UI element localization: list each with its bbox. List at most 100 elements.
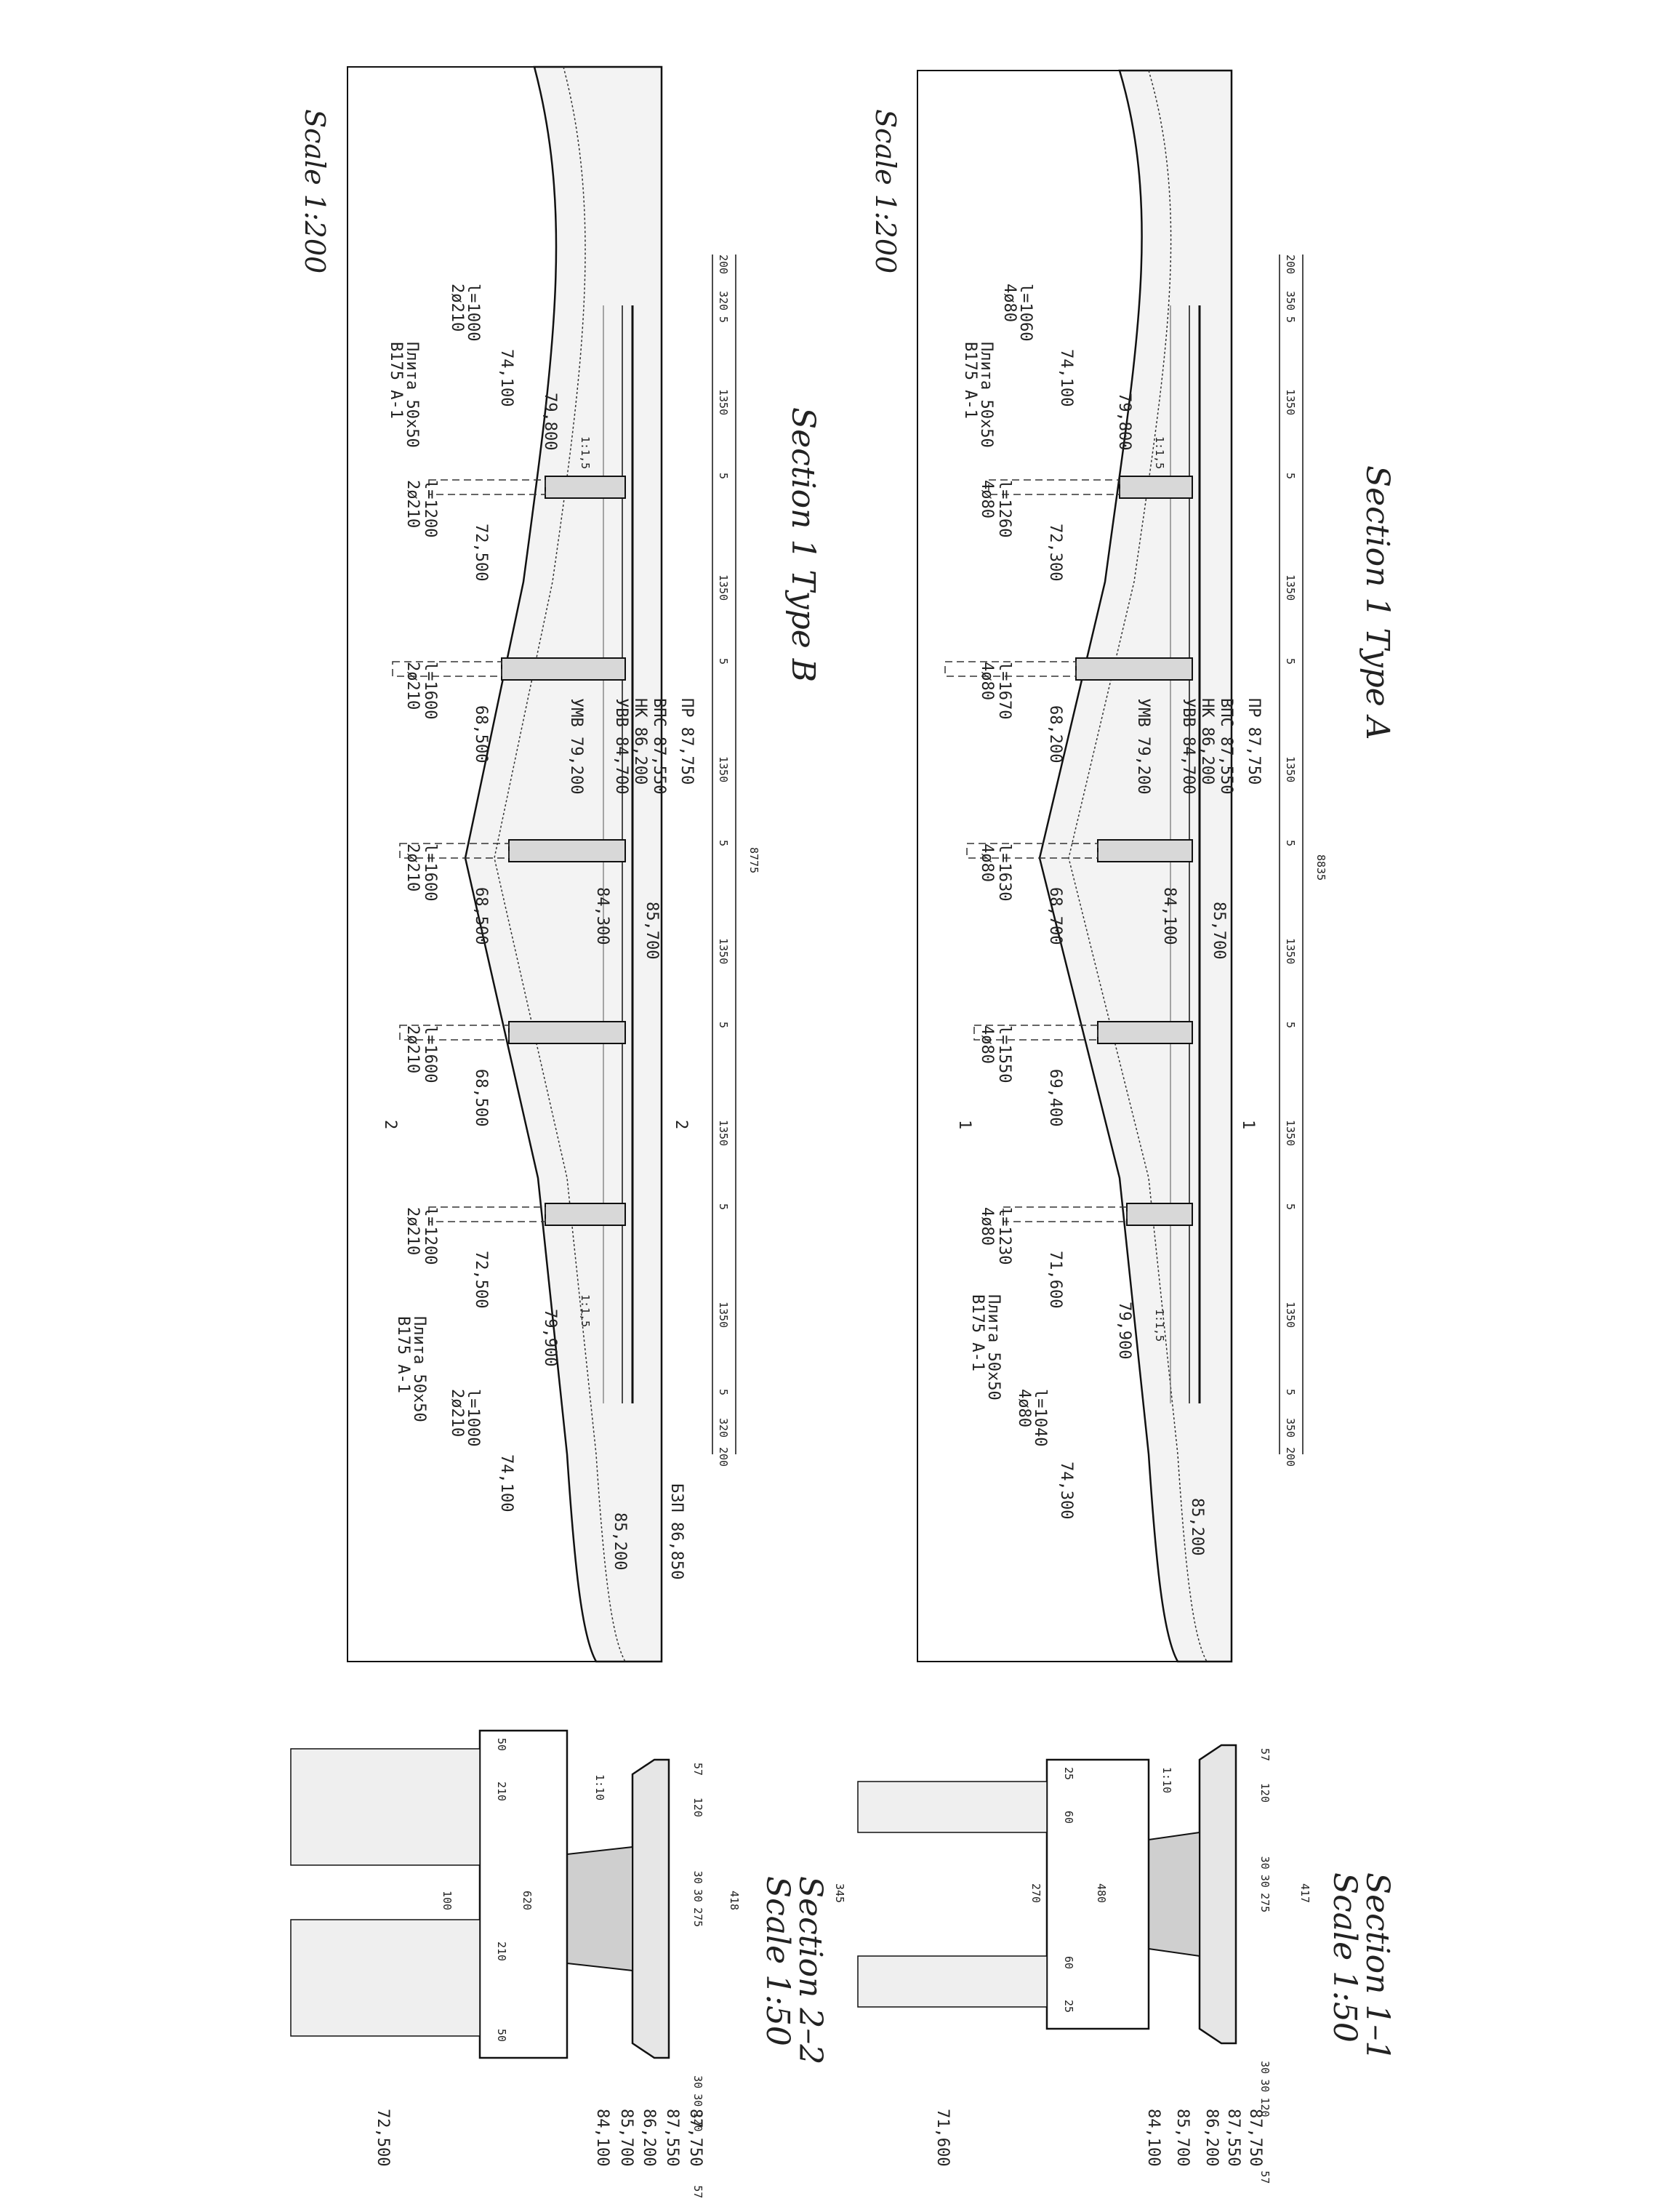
span-dimension: 5 [1284,658,1297,665]
pile [966,843,1098,859]
span-dimension: 1350 [717,938,730,964]
elevation-b-piles [392,479,546,1222]
pier-pile-bars: 4ø80 [978,662,996,700]
section-1-1-deck [1198,1744,1237,2045]
section-1-1-scale: Scale 1:50 [1326,1872,1363,2043]
pier-pile-length: l=1200 [421,480,439,537]
abutment-slope: 1:1,5 [1153,1309,1166,1342]
elevation-a-pier-labels: l=12604ø8072,300l=16704ø8068,200l=16304ø… [978,480,1064,1308]
abutment-plate-sub: В175 А-1 [394,1316,412,1393]
pile [944,661,1077,677]
elevation-a-piers [1075,476,1193,1226]
pile-dimension: 60 [1062,1956,1075,1969]
level-label: ВПС 87,550 [650,698,668,794]
section-top-dimension: 120 [1258,2097,1272,2117]
span-dimension: 1350 [1284,1120,1297,1146]
section-top-dimension: 275 [691,1907,704,1927]
section-2-2-cap-width: 620 [521,1891,534,1910]
abutment-slope: 1:1,5 [579,436,592,469]
span-dimension: 1350 [1284,389,1297,415]
pier [508,839,626,862]
span-dimension: 350 [1284,1418,1297,1438]
span-dimension: 1350 [717,1302,730,1328]
section-1-1-pile-left [857,1781,1048,1833]
pier-pile-bars: 2ø210 [403,1025,422,1073]
abutment-pile: l=1000 [464,284,482,341]
pile [399,1025,510,1041]
span-dimension: 1350 [1284,756,1297,782]
span-dimension: 5 [1284,1389,1297,1395]
abutment-top: 79,800 [541,393,559,450]
section-2-2-pile-right [290,1919,481,2037]
section-1-1-title: Section 1–1 [1359,1872,1396,2061]
pier-pile-length: l=1550 [995,1025,1013,1083]
pier-pile-bars: 2ø210 [403,1207,422,1255]
pier-pile-bars: 4ø80 [978,1025,996,1064]
elevation-type-a: 8835 20035051350513505135051350513505135… [869,69,1396,1663]
abutment-base: 74,100 [497,1454,515,1512]
span-dimension: 200 [1284,255,1297,274]
section-top-dimension: 120 [1258,1783,1272,1803]
abutment-plate-sub: В175 А-1 [387,342,405,419]
elevation-b-ground-profile [464,65,663,1663]
pier-pile-bars: 4ø80 [978,480,996,518]
pier [1097,839,1193,862]
elevation-a-ground-profile [1038,69,1233,1663]
elevation-a-levels: ПР 87,750 ВПС 87,550 НК 86,200 УВВ 84,70… [1134,698,1263,1555]
pier-pile-bars: 2ø210 [403,662,422,710]
level-label: 84,100 [1160,887,1178,945]
elevation-b-abutments: l=1000 2ø210 74,100 Плита 50х50 В175 А-1… [387,284,592,1512]
abutment-plate: Плита 50х50 [984,1294,1003,1400]
pier [1097,1021,1193,1044]
abutment-bars: 2ø210 [448,284,466,332]
elevation-b-pier-labels: l=12002ø21072,500l=16002ø21068,500l=1600… [403,480,490,1308]
pile-dimension: 210 [495,1782,508,1801]
span-dimension: 5 [717,658,730,665]
elevation-b-piers [501,476,626,1226]
elevation-a-section-mark: 1 [1239,1120,1257,1129]
section-top-dimension: 30 [1258,1875,1272,1888]
abutment-plate: Плита 50х50 [410,1316,428,1422]
span-dimension: 5 [717,1203,730,1210]
section-top-dimension: 57 [691,1763,704,1776]
pile [1003,1206,1128,1222]
span-dimension: 1350 [717,1120,730,1146]
span-dimension: 5 [717,1389,730,1395]
elevation-a-section-mark: 1 [955,1120,973,1129]
level-label: УВВ 84,700 [612,698,630,794]
pier-pile-bars: 4ø80 [978,1207,996,1246]
section-2-2-overall: 418 [728,1891,741,1910]
abutment-pile: l=1040 [1031,1389,1049,1446]
span-dimension: 5 [1284,473,1297,479]
pier-base-level: 71,600 [1046,1251,1064,1308]
span-dimension: 350 [1284,291,1297,310]
span-dimension: 5 [1284,1203,1297,1210]
pier-base-level: 69,400 [1046,1069,1064,1126]
pile-dimension: 25 [1062,1767,1075,1780]
abutment-plate-sub: В175 А-1 [968,1294,987,1371]
pier-pile-bars: 2ø210 [403,480,422,528]
abutment-slope: 1:1,5 [579,1294,592,1327]
span-dimension: 200 [1284,1447,1297,1467]
section-top-dimension: 30 [1258,1856,1272,1870]
level-label: ВПС 87,550 [1217,698,1235,794]
section-2-2-pile-left [290,1748,481,1866]
pier-pile-bars: 4ø80 [978,843,996,882]
elevation-a-gravel-line [1068,70,1208,1662]
section-2-2-slope: 1:10 [593,1774,606,1800]
elevation-a-abutments: l=1060 4ø80 74,100 Плита 50х50 В175 А-1 … [961,284,1166,1519]
elevation-a-span-dims: 2003505135051350513505135051350513505350… [1284,255,1297,1467]
section-1-1-cap-width: 480 [1095,1883,1108,1903]
level-label: БЗП 86,850 [667,1483,686,1579]
section-top-dimension: 30 [691,1871,704,1884]
span-dimension: 1350 [717,756,730,782]
pier-pile-length: l=1200 [421,1207,439,1265]
level-label: ПР 87,750 [1245,698,1263,785]
pier-base-level: 68,500 [472,1069,490,1126]
span-dimension: 5 [717,316,730,323]
